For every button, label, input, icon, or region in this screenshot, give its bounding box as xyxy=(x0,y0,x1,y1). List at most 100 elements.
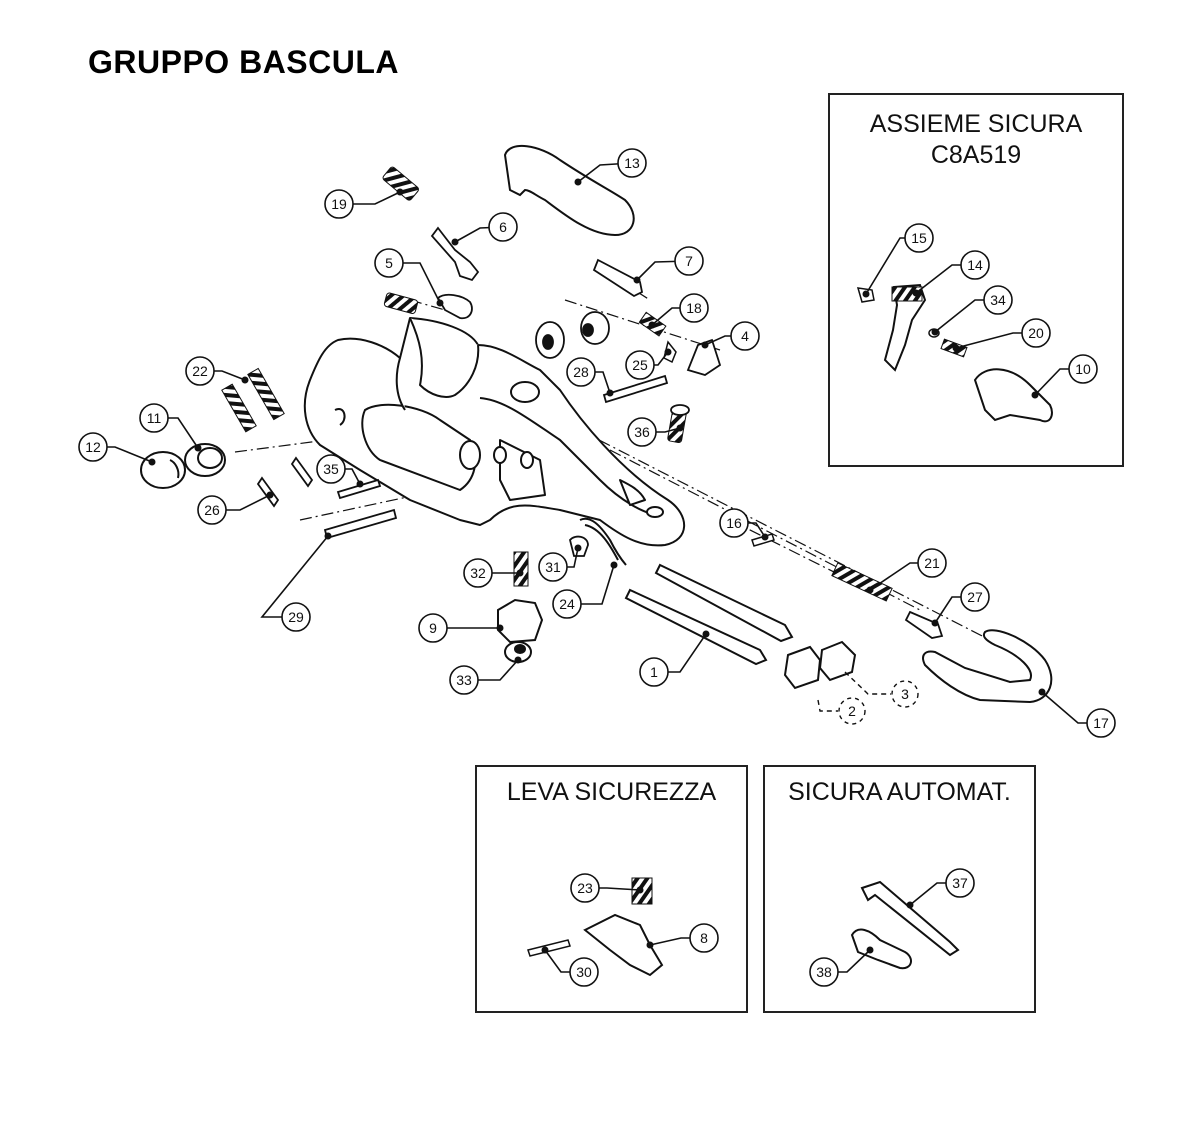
leader-dot-p32 xyxy=(516,569,524,577)
callout-circle-p14 xyxy=(960,250,990,280)
callout-circle-p21 xyxy=(917,548,947,578)
callout-circle-p35 xyxy=(316,454,346,484)
part-26-pin xyxy=(256,476,280,508)
callout-label-p37: 37 xyxy=(952,875,968,891)
part-17-fork xyxy=(922,629,1053,704)
callout-circle-p22 xyxy=(185,356,215,386)
leader-dot-p6 xyxy=(451,238,459,246)
leader-dot-p22 xyxy=(241,376,249,384)
part-roller-pair xyxy=(535,311,610,359)
callout-label-p13: 13 xyxy=(624,155,640,171)
callout-circle-p8 xyxy=(689,923,719,953)
callout-label-p38: 38 xyxy=(816,964,832,980)
leader-dot-p35 xyxy=(356,480,364,488)
leader-dot-p4 xyxy=(701,341,709,349)
callout-label-p2: 2 xyxy=(848,703,856,719)
callout-circle-p25 xyxy=(625,350,655,380)
part-29-rod xyxy=(323,508,398,540)
callout-label-p33: 33 xyxy=(456,672,472,688)
leader-dot-p14 xyxy=(912,289,920,297)
leader-dot-p13 xyxy=(574,178,582,186)
part-7-pin xyxy=(592,258,644,298)
callout-label-p4: 4 xyxy=(741,328,749,344)
part-12-cap xyxy=(140,451,186,489)
callout-label-p6: 6 xyxy=(499,219,507,235)
leader-dot-p21 xyxy=(866,586,874,594)
part-spring-near-5 xyxy=(383,292,419,314)
part-8-plate xyxy=(583,913,664,977)
leader-dot-p31 xyxy=(574,544,582,552)
receiver-body xyxy=(303,317,686,547)
part-5-pin xyxy=(436,293,473,320)
callout-circle-p29 xyxy=(281,602,311,632)
part-38-plate xyxy=(850,928,912,970)
part-28-rod xyxy=(602,374,669,404)
callout-circle-p12 xyxy=(78,432,108,462)
part-10-button xyxy=(973,368,1053,423)
part-2-3-blocks xyxy=(783,640,857,690)
part-21-spring xyxy=(831,562,893,602)
callout-circle-p31 xyxy=(538,552,568,582)
callout-circle-p5 xyxy=(374,248,404,278)
part-13-lever xyxy=(503,144,635,237)
leader-dot-p37 xyxy=(906,901,914,909)
callout-circle-p36 xyxy=(627,417,657,447)
callout-label-p35: 35 xyxy=(323,461,339,477)
callout-circle-p37 xyxy=(945,868,975,898)
leader-dot-p16 xyxy=(761,533,769,541)
callout-circle-p11 xyxy=(139,403,169,433)
callout-label-p18: 18 xyxy=(686,300,702,316)
callout-circle-p7 xyxy=(674,246,704,276)
callout-circle-p15 xyxy=(904,223,934,253)
leader-dot-p36 xyxy=(676,424,684,432)
callout-label-p28: 28 xyxy=(573,364,589,380)
callout-circle-p10 xyxy=(1068,354,1098,384)
part-19-spring xyxy=(382,166,419,201)
callout-label-p9: 9 xyxy=(429,620,437,636)
leader-dot-p12 xyxy=(148,458,156,466)
part-1-rods xyxy=(624,563,794,666)
callout-circle-p27 xyxy=(960,582,990,612)
callout-label-p14: 14 xyxy=(967,257,983,273)
part-37-rod xyxy=(860,880,960,957)
leader-dot-p38 xyxy=(866,946,874,954)
callout-circle-p26 xyxy=(197,495,227,525)
leader-dot-p17 xyxy=(1038,688,1046,696)
leader-dot-p9 xyxy=(496,624,504,632)
callout-circle-p18 xyxy=(679,293,709,323)
part-11-bushing xyxy=(184,443,226,477)
box-assieme-sicura-line2: C8A519 xyxy=(930,141,1022,169)
leader-dot-p33 xyxy=(514,656,522,664)
callout-label-p16: 16 xyxy=(726,515,742,531)
callout-label-p19: 19 xyxy=(331,196,347,212)
callout-circle-p28 xyxy=(566,357,596,387)
callout-label-p10: 10 xyxy=(1075,361,1091,377)
part-36-screw xyxy=(667,404,690,443)
callout-circle-p3 xyxy=(891,680,919,708)
part-35-pin xyxy=(336,478,382,500)
callout-circle-p20 xyxy=(1021,318,1051,348)
part-30-pin xyxy=(527,939,571,957)
part-6-pin xyxy=(430,226,480,282)
callout-circle-p24 xyxy=(552,589,582,619)
leader-dot-p7 xyxy=(633,276,641,284)
callout-label-p34: 34 xyxy=(990,292,1006,308)
leader-dot-p15 xyxy=(862,290,870,298)
leader-dot-p25 xyxy=(664,348,672,356)
callout-label-p22: 22 xyxy=(192,363,208,379)
callout-circle-p1 xyxy=(639,657,669,687)
callout-label-p20: 20 xyxy=(1028,325,1044,341)
callout-circle-p32 xyxy=(463,558,493,588)
diagram-title: GRUPPO BASCULA xyxy=(88,44,400,80)
part-24-spring-wire xyxy=(579,517,627,566)
callout-label-p25: 25 xyxy=(632,357,648,373)
leader-dot-p23 xyxy=(636,886,644,894)
leader-dot-p20 xyxy=(952,344,960,352)
box-assieme-sicura-line1: ASSIEME SICURA xyxy=(869,110,1083,138)
callout-circle-p2 xyxy=(838,697,866,725)
leader-dot-p18 xyxy=(648,321,656,329)
callout-circle-p34 xyxy=(983,285,1013,315)
part-4 xyxy=(686,338,722,376)
callout-label-p15: 15 xyxy=(911,230,927,246)
callout-label-p36: 36 xyxy=(634,424,650,440)
